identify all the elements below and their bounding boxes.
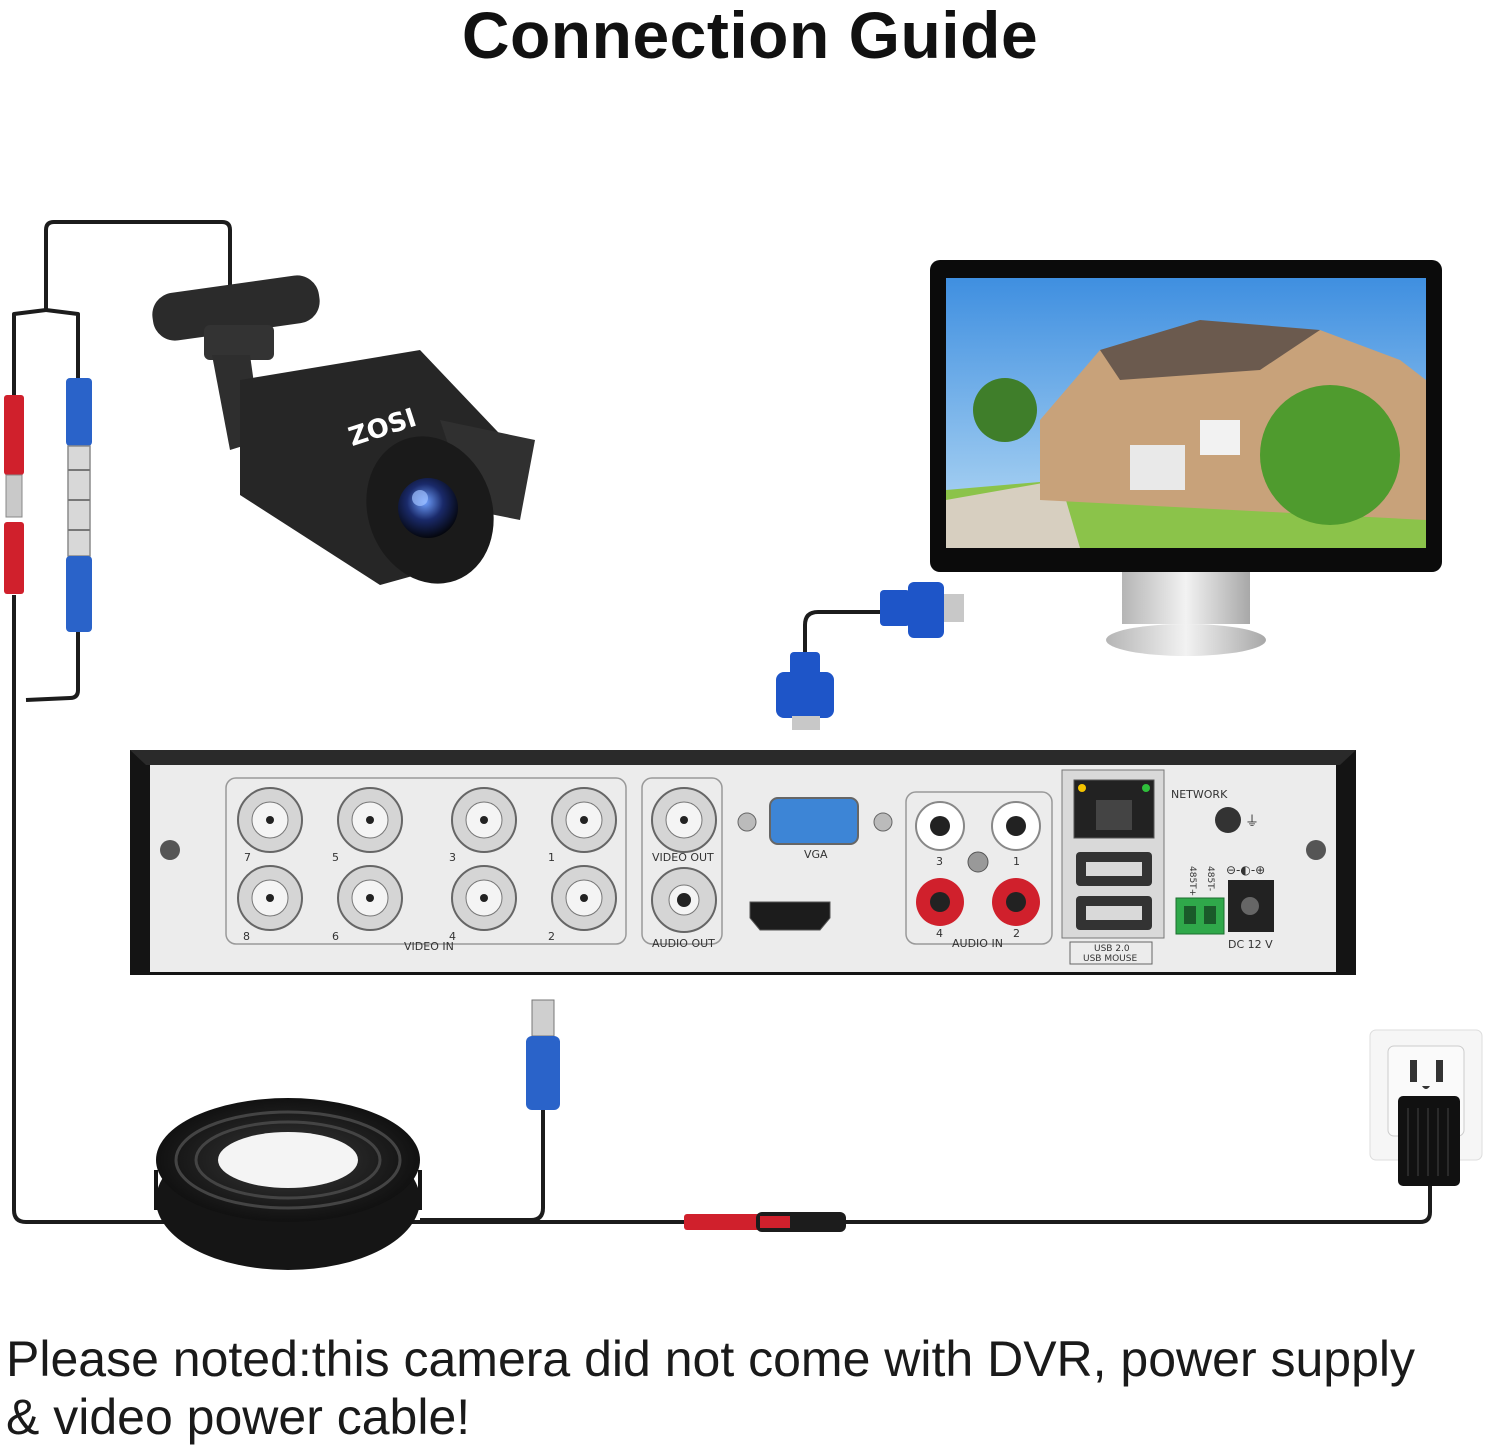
audio-in-number: 3: [936, 855, 943, 868]
audio-in-port[interactable]: [916, 878, 964, 926]
vga-label: VGA: [804, 848, 828, 861]
bnc-label: 5: [332, 851, 339, 864]
hdmi-port[interactable]: [749, 901, 831, 931]
monitor: [930, 260, 1442, 656]
audio-in-label: AUDIO IN: [952, 937, 1003, 950]
bnc-port[interactable]: [451, 865, 517, 931]
vga-port[interactable]: [769, 797, 859, 845]
camera-power-connector: [4, 395, 24, 594]
camera-video-connector: [66, 378, 92, 632]
cables: [12, 220, 1432, 1224]
rs485-terminal[interactable]: [1175, 897, 1225, 935]
connection-diagram: ZOSI: [4, 220, 1483, 1270]
ground-icon: ⏚: [1245, 814, 1259, 830]
network-label: NETWORK: [1171, 788, 1228, 801]
polarity-icon: ⊖-◐-⊕: [1226, 863, 1265, 877]
bnc-port[interactable]: [451, 787, 517, 853]
camera-pigtail-cable: [44, 220, 232, 290]
disclaimer-line-1: Please noted:this camera did not come wi…: [6, 1331, 1416, 1387]
bnc-port-row-bottom: [237, 865, 617, 931]
audio-in-port[interactable]: [915, 801, 965, 851]
dc-inline-connector: [684, 1212, 846, 1232]
bnc-label: 8: [243, 930, 250, 943]
power-adapter-outlet: [1369, 1029, 1483, 1186]
video-in-panel: [225, 777, 627, 945]
dc-label: DC 12 V: [1228, 938, 1273, 951]
dvr-recorder: 7 5 3 1 8 6 4 2 VIDEO IN VIDEO OUT AUDIO…: [130, 750, 1356, 975]
bnc-label: 7: [244, 851, 251, 864]
bnc-port[interactable]: [337, 787, 403, 853]
bnc-label: 2: [548, 930, 555, 943]
bnc-label: 6: [332, 930, 339, 943]
vga-cable: [803, 610, 885, 655]
usb-mouse-label: USB MOUSE: [1083, 954, 1137, 964]
bnc-port-row-top: [237, 787, 617, 853]
power-extension-cable: [12, 595, 685, 1224]
audio-in-number: 2: [1013, 927, 1020, 940]
audio-out-port[interactable]: [651, 867, 717, 933]
bnc-port[interactable]: [337, 865, 403, 931]
cable-coil: [154, 1098, 422, 1270]
vga-connector-dvr: [776, 652, 834, 730]
rs485-plus-label: 485T+: [1187, 866, 1197, 896]
audio-in-number: 1: [1013, 855, 1020, 868]
bullet-camera: ZOSI: [152, 275, 535, 585]
usb-label: USB 2.0: [1094, 944, 1130, 954]
disclaimer-line-2: & video power cable!: [6, 1389, 471, 1445]
video-out-label: VIDEO OUT: [652, 851, 714, 864]
bnc-port[interactable]: [551, 865, 617, 931]
bnc-label: 4: [449, 930, 456, 943]
adapter-cable: [845, 1185, 1432, 1224]
audio-in-port[interactable]: [992, 878, 1040, 926]
camera-video-branch: [45, 308, 80, 380]
rs485-minus-label: 485T-: [1205, 866, 1215, 891]
video-extension-cable: [25, 632, 80, 702]
disclaimer-note: Please noted:this camera did not come wi…: [6, 1330, 1496, 1446]
vga-connector-monitor: [880, 582, 964, 638]
bnc-label: 1: [548, 851, 555, 864]
bnc-plug: [526, 999, 560, 1110]
bnc-port[interactable]: [237, 787, 303, 853]
audio-in-number: 4: [936, 927, 943, 940]
ground-terminal: [1215, 807, 1241, 833]
audio-in-port[interactable]: [991, 801, 1041, 851]
bnc-label: 3: [449, 851, 456, 864]
bnc-to-coil-cable: [420, 1110, 545, 1222]
video-in-label: VIDEO IN: [404, 940, 454, 953]
page-title: Connection Guide: [461, 0, 1039, 72]
audio-out-label: AUDIO OUT: [652, 937, 715, 950]
video-out-port[interactable]: [651, 787, 717, 853]
bnc-port[interactable]: [551, 787, 617, 853]
bnc-port[interactable]: [237, 865, 303, 931]
camera-power-branch: [12, 290, 48, 395]
